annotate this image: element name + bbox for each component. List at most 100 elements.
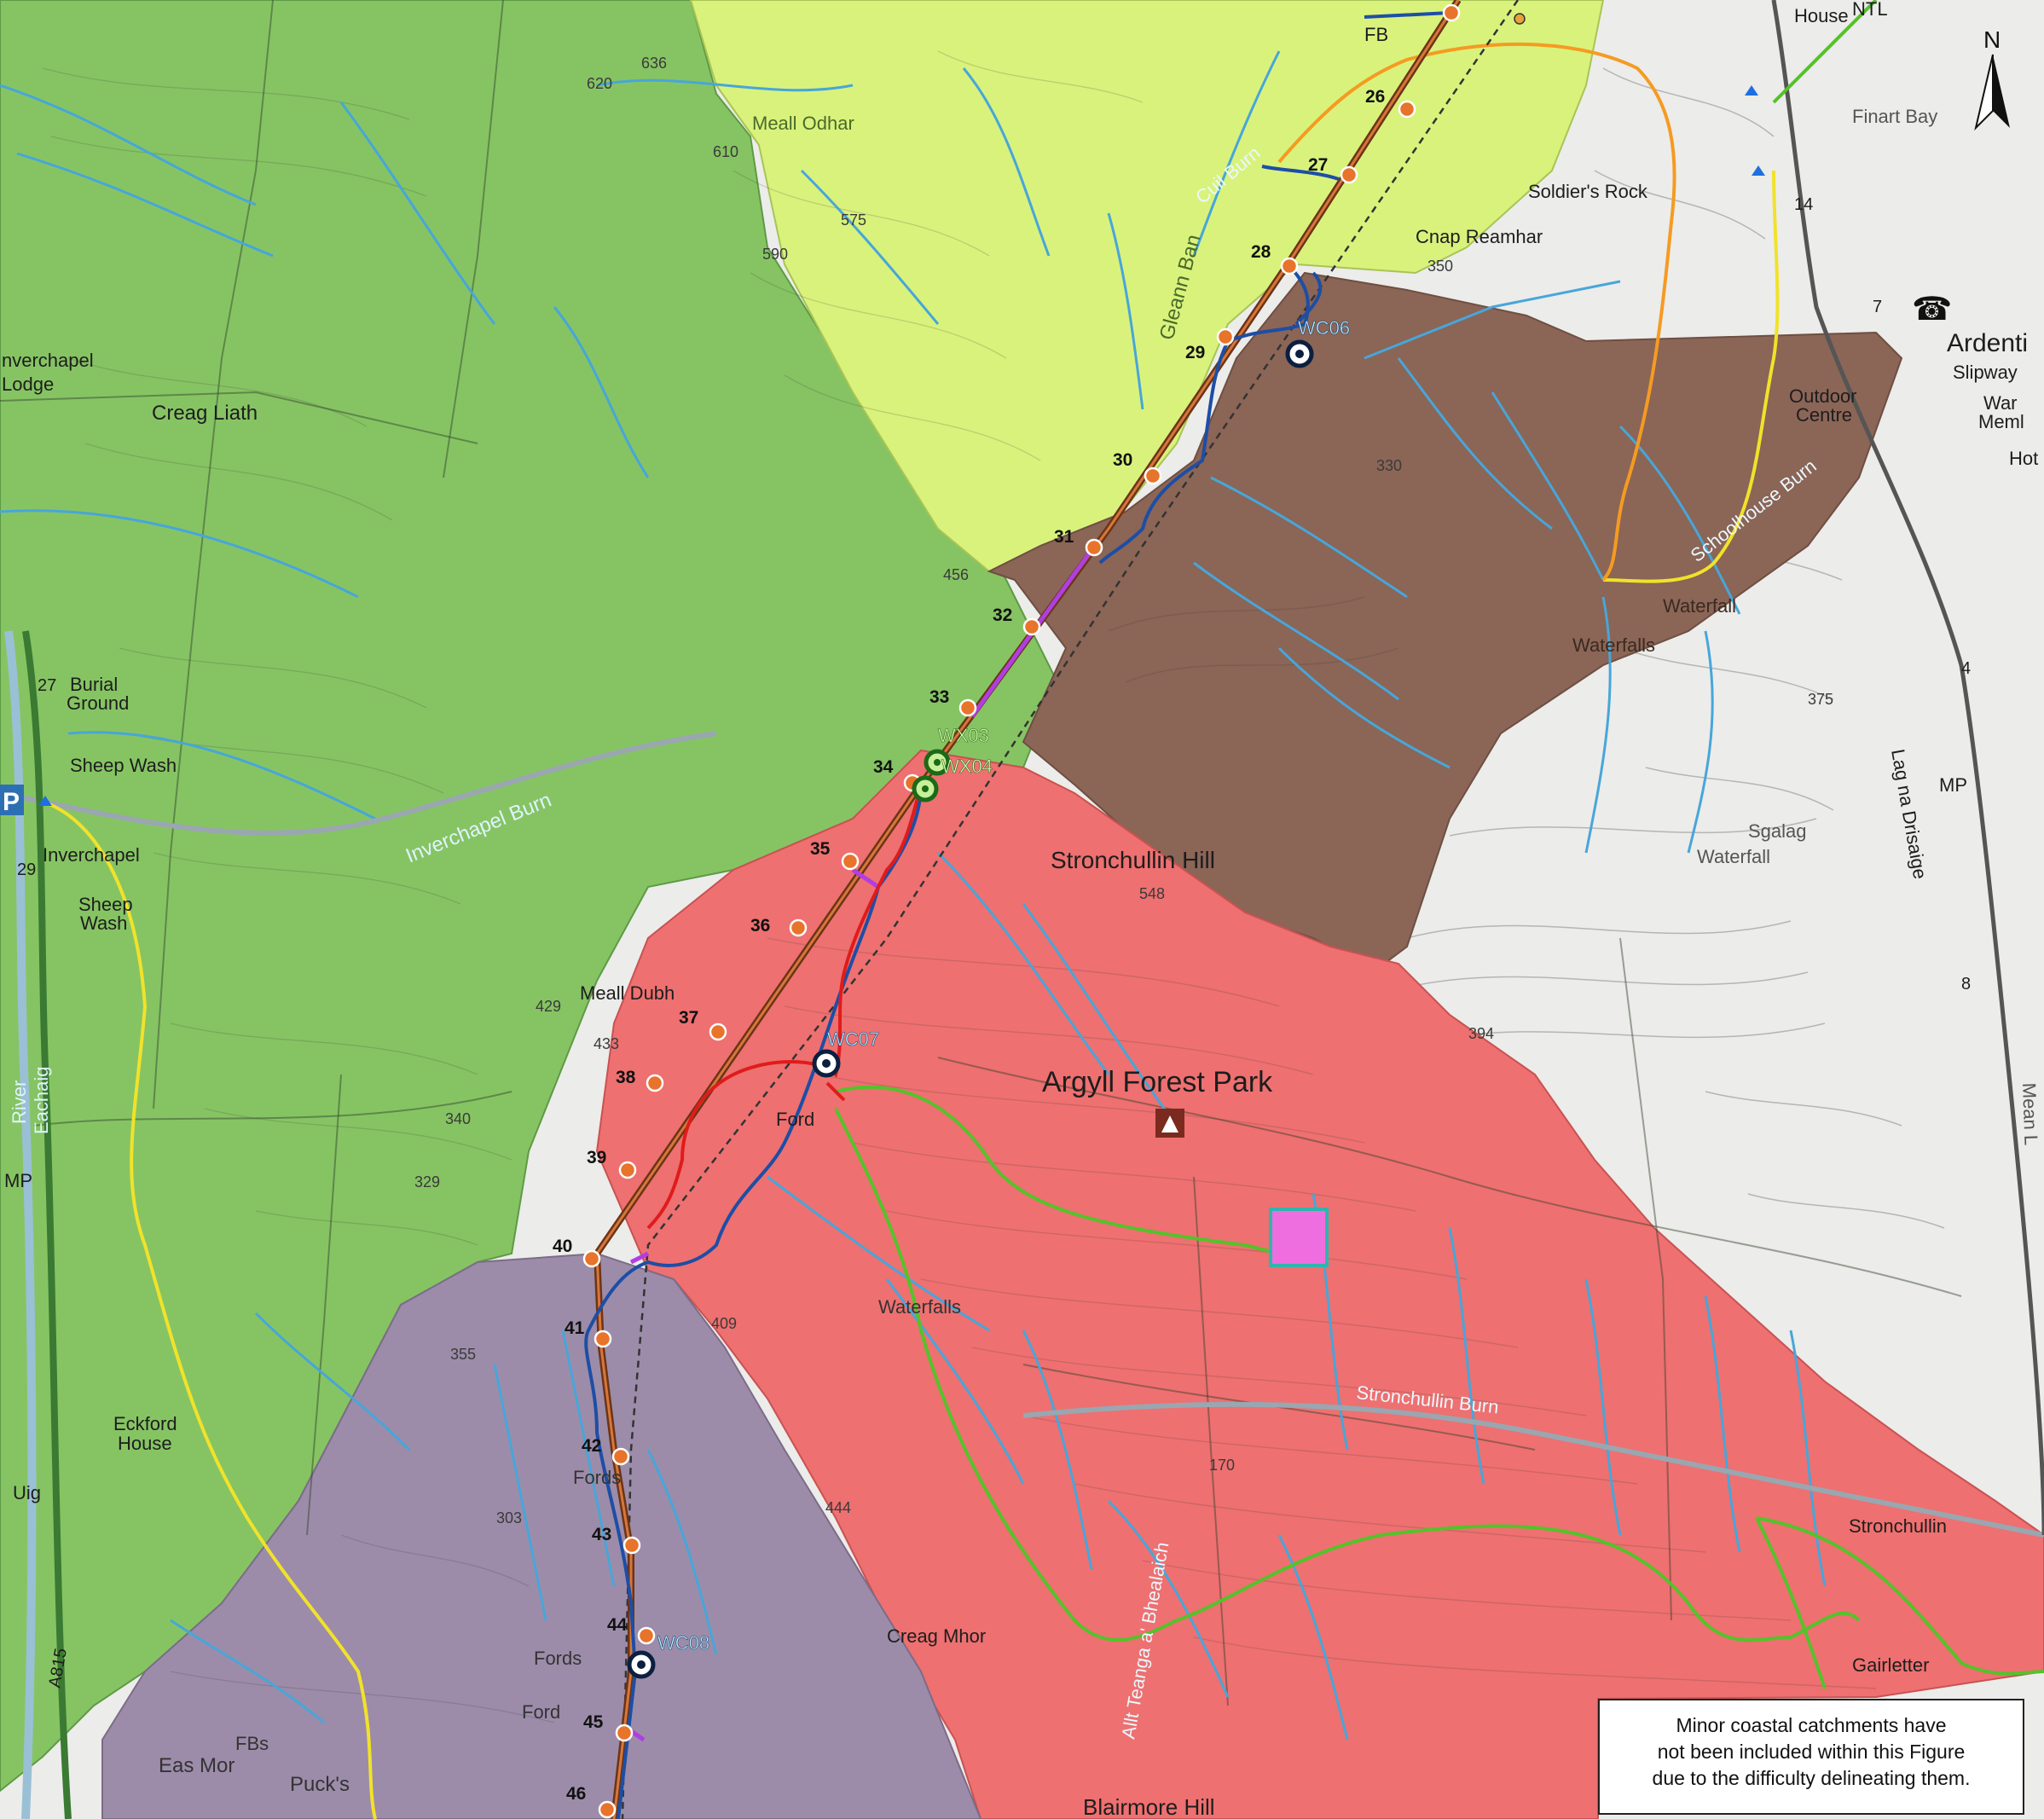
label-river-eachaig-1: River <box>9 1080 30 1124</box>
label-waterfall-2: Waterfall <box>1663 595 1736 617</box>
label-gairletter: Gairletter <box>1852 1654 1929 1676</box>
crossing-markers <box>627 339 1314 1679</box>
track-green-top <box>1772 0 1878 104</box>
spot-height: 394 <box>1468 1025 1494 1042</box>
turbine-label: 36 <box>750 916 770 936</box>
label-waterfalls-3: Waterfalls <box>1572 634 1655 656</box>
intake-triangles <box>38 85 1765 806</box>
crossing-label-wc06: WC06 <box>1298 317 1350 339</box>
label-sgalag: Sgalag <box>1748 820 1807 842</box>
label-river-eachaig-2: Eachaig <box>31 1066 52 1134</box>
label-burial-2: Ground <box>67 692 129 714</box>
crossing-labels: WC06 WC07 WC08 WX03 WX04 <box>657 317 1351 1654</box>
grid-number: 4 <box>1961 659 1971 678</box>
north-arrow-label: N <box>1983 26 2001 53</box>
base-contours <box>1398 67 1945 1229</box>
label-house: House <box>1794 5 1849 26</box>
spot-height: 409 <box>711 1315 737 1332</box>
dashed-route <box>621 0 1520 1819</box>
label-soldiers-rock: Soldier's Rock <box>1528 181 1648 202</box>
label-ford-2: Ford <box>522 1701 560 1723</box>
track-blue <box>584 11 1450 1819</box>
label-waterfalls-4: Waterfalls <box>878 1296 961 1318</box>
grid-number: 7 <box>1873 298 1882 316</box>
spot-height: 375 <box>1808 691 1833 708</box>
label-inverchapel-lodge-2: Lodge <box>2 374 54 395</box>
turbine-label: 34 <box>873 757 894 777</box>
crossing-label-wc08: WC08 <box>657 1632 709 1654</box>
spot-height: 444 <box>825 1499 851 1516</box>
label-inverchapel-lodge-1: nverchapel <box>2 350 94 371</box>
turbine-label: 41 <box>565 1318 585 1338</box>
label-fords-1: Fords <box>573 1467 621 1488</box>
turbine-label: 44 <box>607 1615 628 1635</box>
turbine-label: 32 <box>993 605 1012 625</box>
label-ardentinny: Ardenti <box>1947 329 2028 357</box>
spot-height: 433 <box>594 1035 619 1052</box>
label-uig: Uig <box>13 1482 41 1503</box>
crossing-wc06-icon <box>1285 339 1314 368</box>
label-mean-l: Mean L <box>2018 1082 2042 1145</box>
turbine-label: 35 <box>810 839 831 859</box>
label-sheep-wash: Sheep Wash <box>70 755 177 776</box>
track-orange <box>1277 42 1676 582</box>
label-creag-liath: Creag Liath <box>152 402 258 425</box>
parking-label: P <box>3 788 20 816</box>
grid-number: 27 <box>38 676 56 695</box>
label-mp-1: MP <box>4 1170 32 1191</box>
spot-height: 620 <box>587 75 612 92</box>
site-compound <box>1269 1208 1329 1267</box>
label-meall-dubh: Meall Dubh <box>580 982 675 1004</box>
turbine-label: 37 <box>679 1008 698 1028</box>
label-fb: FB <box>1364 24 1388 45</box>
crossing-wx04-icon <box>912 775 939 802</box>
a815-road <box>22 630 72 1819</box>
spot-height: 340 <box>445 1110 471 1127</box>
label-fords-2: Fords <box>534 1648 582 1669</box>
turbine-label: 26 <box>1365 87 1385 107</box>
label-burial-1: Burial <box>70 674 118 695</box>
label-war: War <box>1983 392 2018 414</box>
turbine-label: 43 <box>592 1525 611 1544</box>
turbine-label: 27 <box>1308 155 1328 175</box>
label-slipway: Slipway <box>1953 362 2018 383</box>
turbine-label: 38 <box>616 1068 636 1087</box>
crossing-label-wx04: WX04 <box>941 756 993 777</box>
forest-park-icon <box>1155 1109 1184 1138</box>
label-waterfall-1: Waterfall <box>1697 846 1770 867</box>
turbine-label: 46 <box>566 1784 586 1804</box>
north-arrow-icon: N <box>1974 26 2010 131</box>
label-eckford-1: Eckford <box>113 1413 177 1434</box>
forest-tracks <box>0 0 1962 1706</box>
label-stronchullin: Stronchullin <box>1849 1515 1947 1537</box>
spot-height: 330 <box>1376 457 1402 474</box>
label-blairmore-hill: Blairmore Hill <box>1083 1794 1215 1819</box>
spot-height: 303 <box>496 1509 522 1526</box>
label-sheep-wash-2b: Wash <box>80 912 127 934</box>
label-argyll-forest-park: Argyll Forest Park <box>1042 1066 1273 1098</box>
crossing-wc07-icon <box>812 1049 841 1078</box>
grid-numbers: 27 29 14 7 4 8 <box>17 195 1971 993</box>
spot-height: 548 <box>1139 885 1165 902</box>
crossing-wx03-icon <box>924 749 951 776</box>
stronchullin-burn <box>1022 1401 2044 1538</box>
inverchapel-burn <box>0 731 717 836</box>
label-eckford-2: House <box>118 1433 172 1454</box>
streams <box>0 50 1827 1741</box>
telephone-icon: ☎ <box>1912 290 1952 327</box>
track-yellow-west <box>42 800 377 1819</box>
note-line-3: due to the difficulty delineating them. <box>1652 1767 1971 1789</box>
spot-height: 355 <box>450 1346 476 1363</box>
track-yellow-east <box>1602 170 1780 583</box>
label-hot: Hot <box>2009 448 2038 469</box>
turbine-label: 30 <box>1113 450 1132 470</box>
coastal-catchments-note: Minor coastal catchments have not been i… <box>1598 1699 2024 1815</box>
spot-heights: 636 620 610 575 590 456 548 394 330 350 … <box>414 55 1833 1526</box>
grid-number: 8 <box>1961 975 1971 993</box>
coast-road <box>1771 0 2044 1536</box>
spot-height: 610 <box>713 143 738 160</box>
track-green <box>834 1085 2044 1689</box>
label-creag-mhor: Creag Mhor <box>887 1625 986 1647</box>
turbine-label: 31 <box>1054 527 1074 547</box>
contour-texture <box>42 50 1877 1723</box>
